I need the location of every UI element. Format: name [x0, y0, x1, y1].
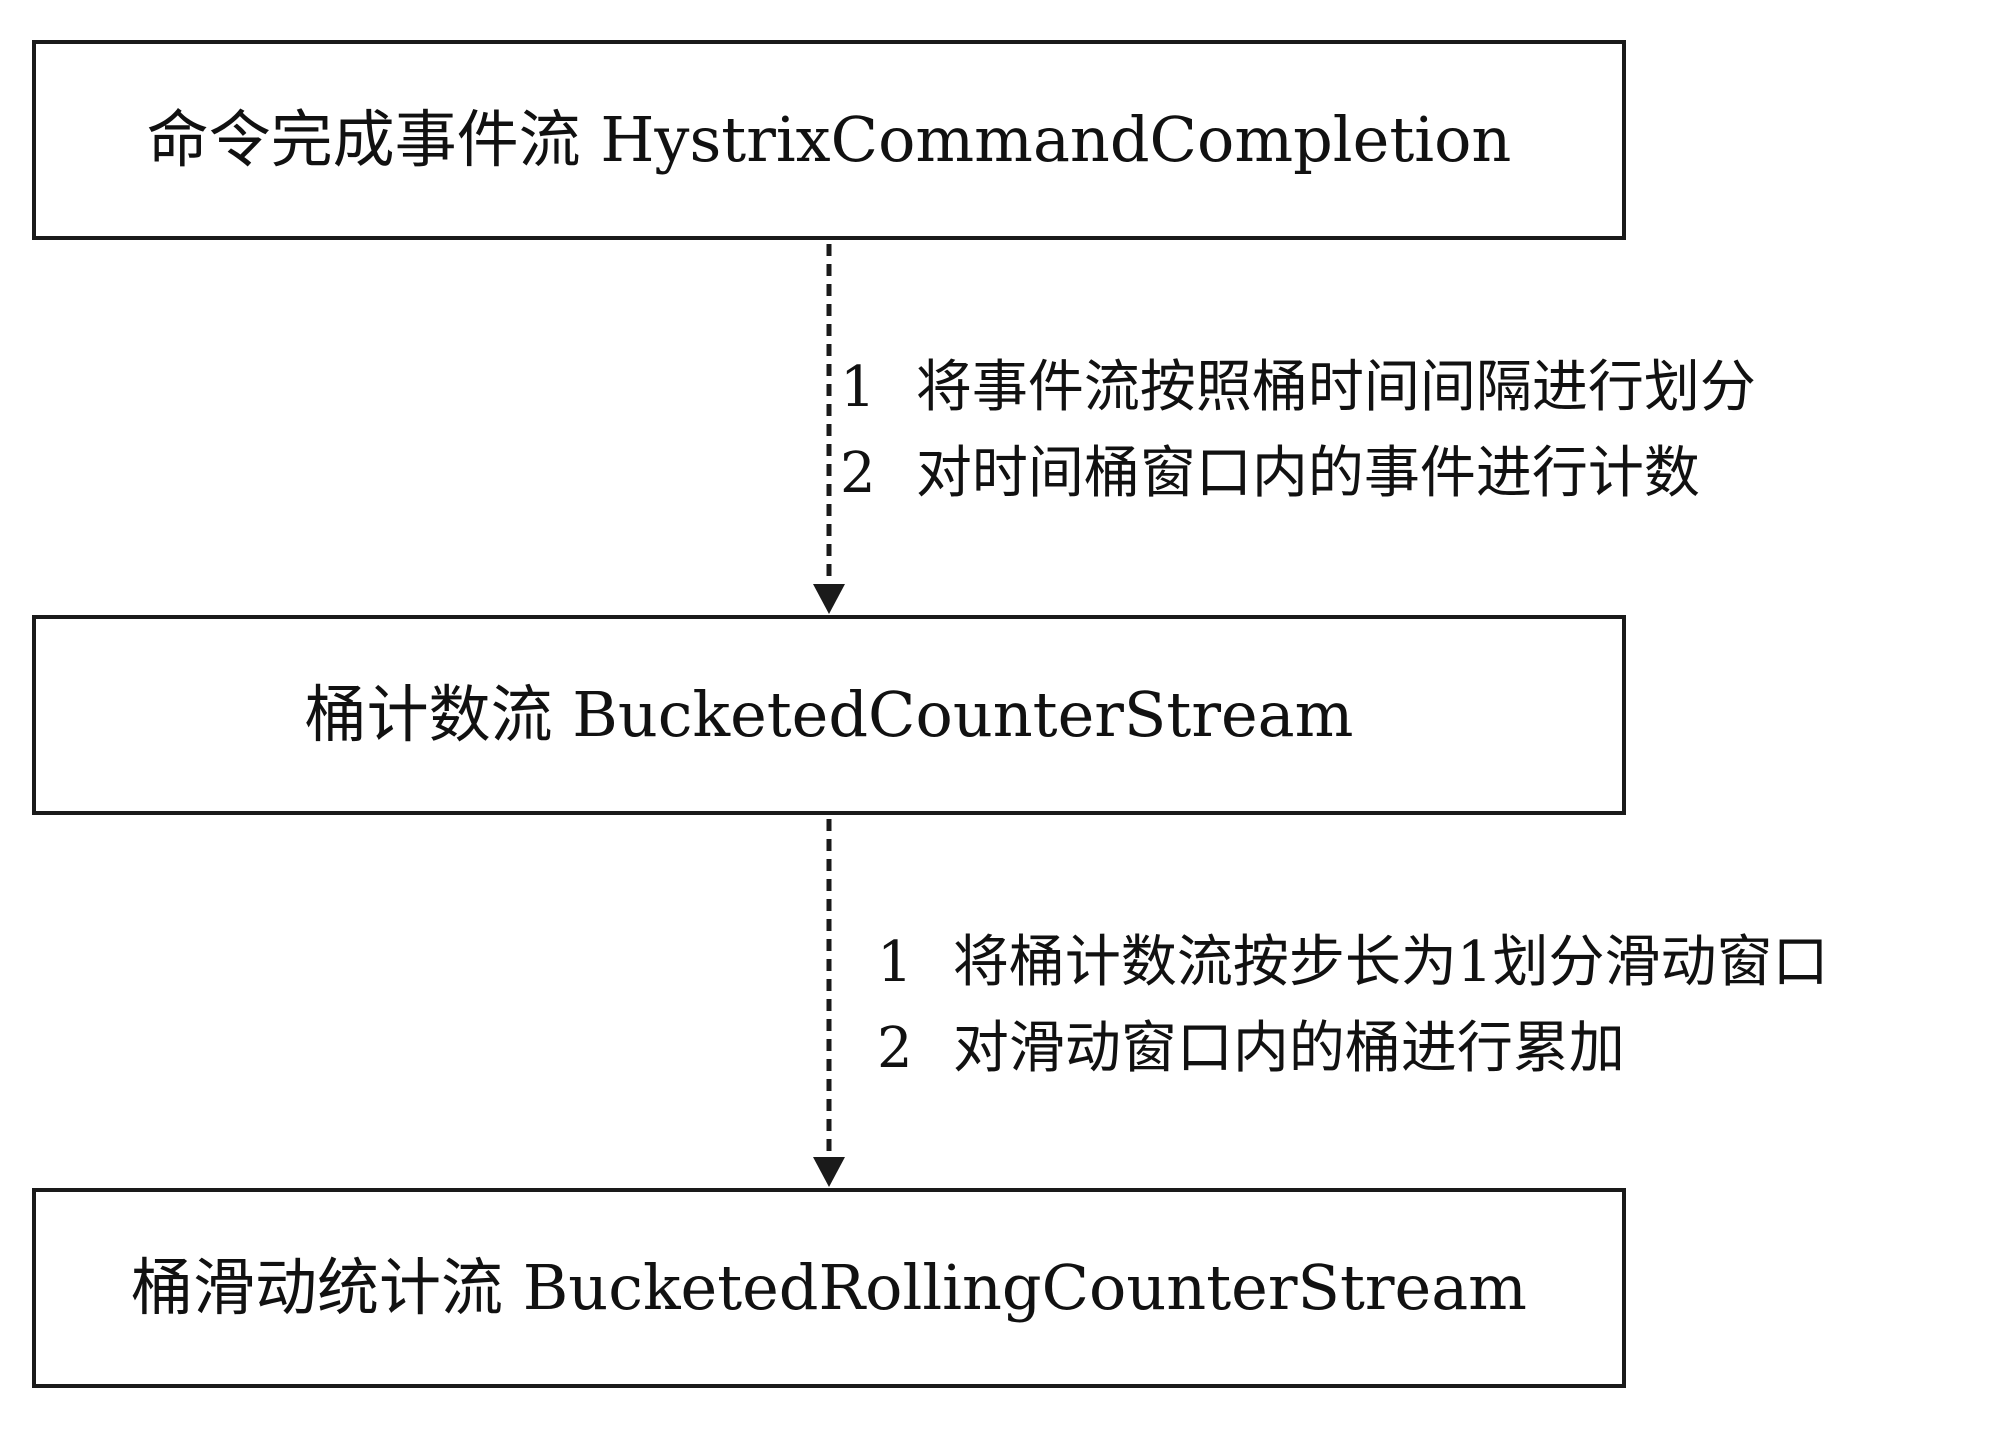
transition-2-steps: 1 将桶计数流按步长为1划分滑动窗口 2 对滑动窗口内的桶进行累加	[877, 920, 1828, 1092]
bucketed-rolling-counter-stream-label: 桶滑动统计流 BucketedRollingCounterStream	[131, 1251, 1527, 1324]
transition-2-step-2: 2 对滑动窗口内的桶进行累加	[877, 1006, 1828, 1092]
step-text: 将事件流按照桶时间间隔进行划分	[915, 355, 1756, 420]
step-number: 2	[877, 1016, 913, 1081]
step-number: 1	[840, 355, 876, 420]
transition-1-steps: 1 将事件流按照桶时间间隔进行划分 2 对时间桶窗口内的事件进行计数	[840, 345, 1756, 517]
transition-1-step-2: 2 对时间桶窗口内的事件进行计数	[840, 431, 1756, 517]
bucketed-rolling-counter-stream-box: 桶滑动统计流 BucketedRollingCounterStream	[32, 1188, 1626, 1388]
step-text: 将桶计数流按步长为1划分滑动窗口	[952, 930, 1829, 995]
step-text: 对滑动窗口内的桶进行累加	[952, 1016, 1625, 1081]
dashed-arrow-2-head	[813, 1157, 845, 1187]
transition-2-step-1: 1 将桶计数流按步长为1划分滑动窗口	[877, 920, 1828, 1006]
bucketed-counter-stream-label: 桶计数流 BucketedCounterStream	[304, 678, 1354, 751]
command-completion-stream-label: 命令完成事件流 HystrixCommandCompletion	[146, 103, 1512, 176]
step-number: 2	[840, 441, 876, 506]
command-completion-stream-box: 命令完成事件流 HystrixCommandCompletion	[32, 40, 1626, 240]
step-number: 1	[877, 930, 913, 995]
transition-1-step-1: 1 将事件流按照桶时间间隔进行划分	[840, 345, 1756, 431]
bucketed-counter-stream-box: 桶计数流 BucketedCounterStream	[32, 615, 1626, 815]
step-text: 对时间桶窗口内的事件进行计数	[915, 441, 1700, 506]
dashed-arrow-1-head	[813, 584, 845, 614]
